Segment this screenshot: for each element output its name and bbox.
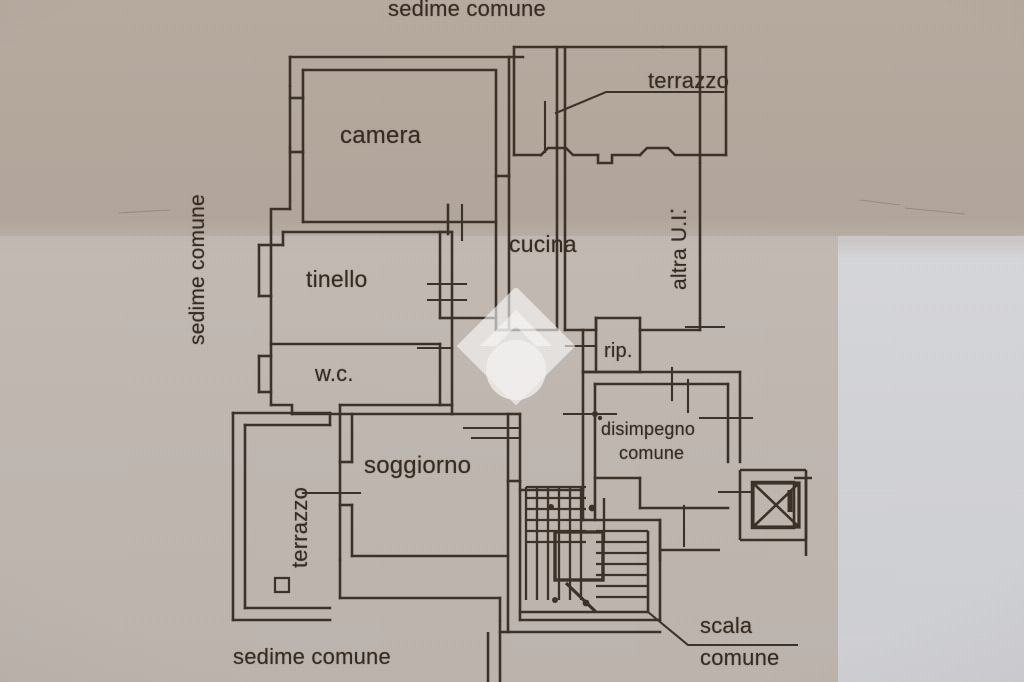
label-disimpegno-comune-line2: comune: [619, 443, 685, 463]
label-sedime-comune-left: sedime comune: [186, 194, 209, 345]
label-terrazzo-nord: terrazzo: [648, 68, 730, 93]
label-terrazzo-ovest: terrazzo: [287, 486, 312, 568]
label-sedime-comune-top: sedime comune: [388, 0, 546, 21]
label-scala-comune-line2: comune: [700, 645, 780, 670]
label-disimpegno-comune-line1: disimpegno: [601, 419, 696, 439]
label-tinello: tinello: [306, 266, 368, 292]
label-wc: w.c.: [315, 361, 354, 386]
label-soggiorno: soggiorno: [364, 452, 472, 479]
label-camera: camera: [340, 122, 422, 149]
label-ripostiglio: rip.: [604, 340, 633, 362]
label-altra-ui: altra U.I.: [668, 208, 691, 290]
label-cucina: cucina: [509, 231, 577, 257]
label-scala-comune-line1: scala: [700, 613, 753, 638]
label-sedime-comune-bottom: sedime comune: [233, 644, 391, 669]
